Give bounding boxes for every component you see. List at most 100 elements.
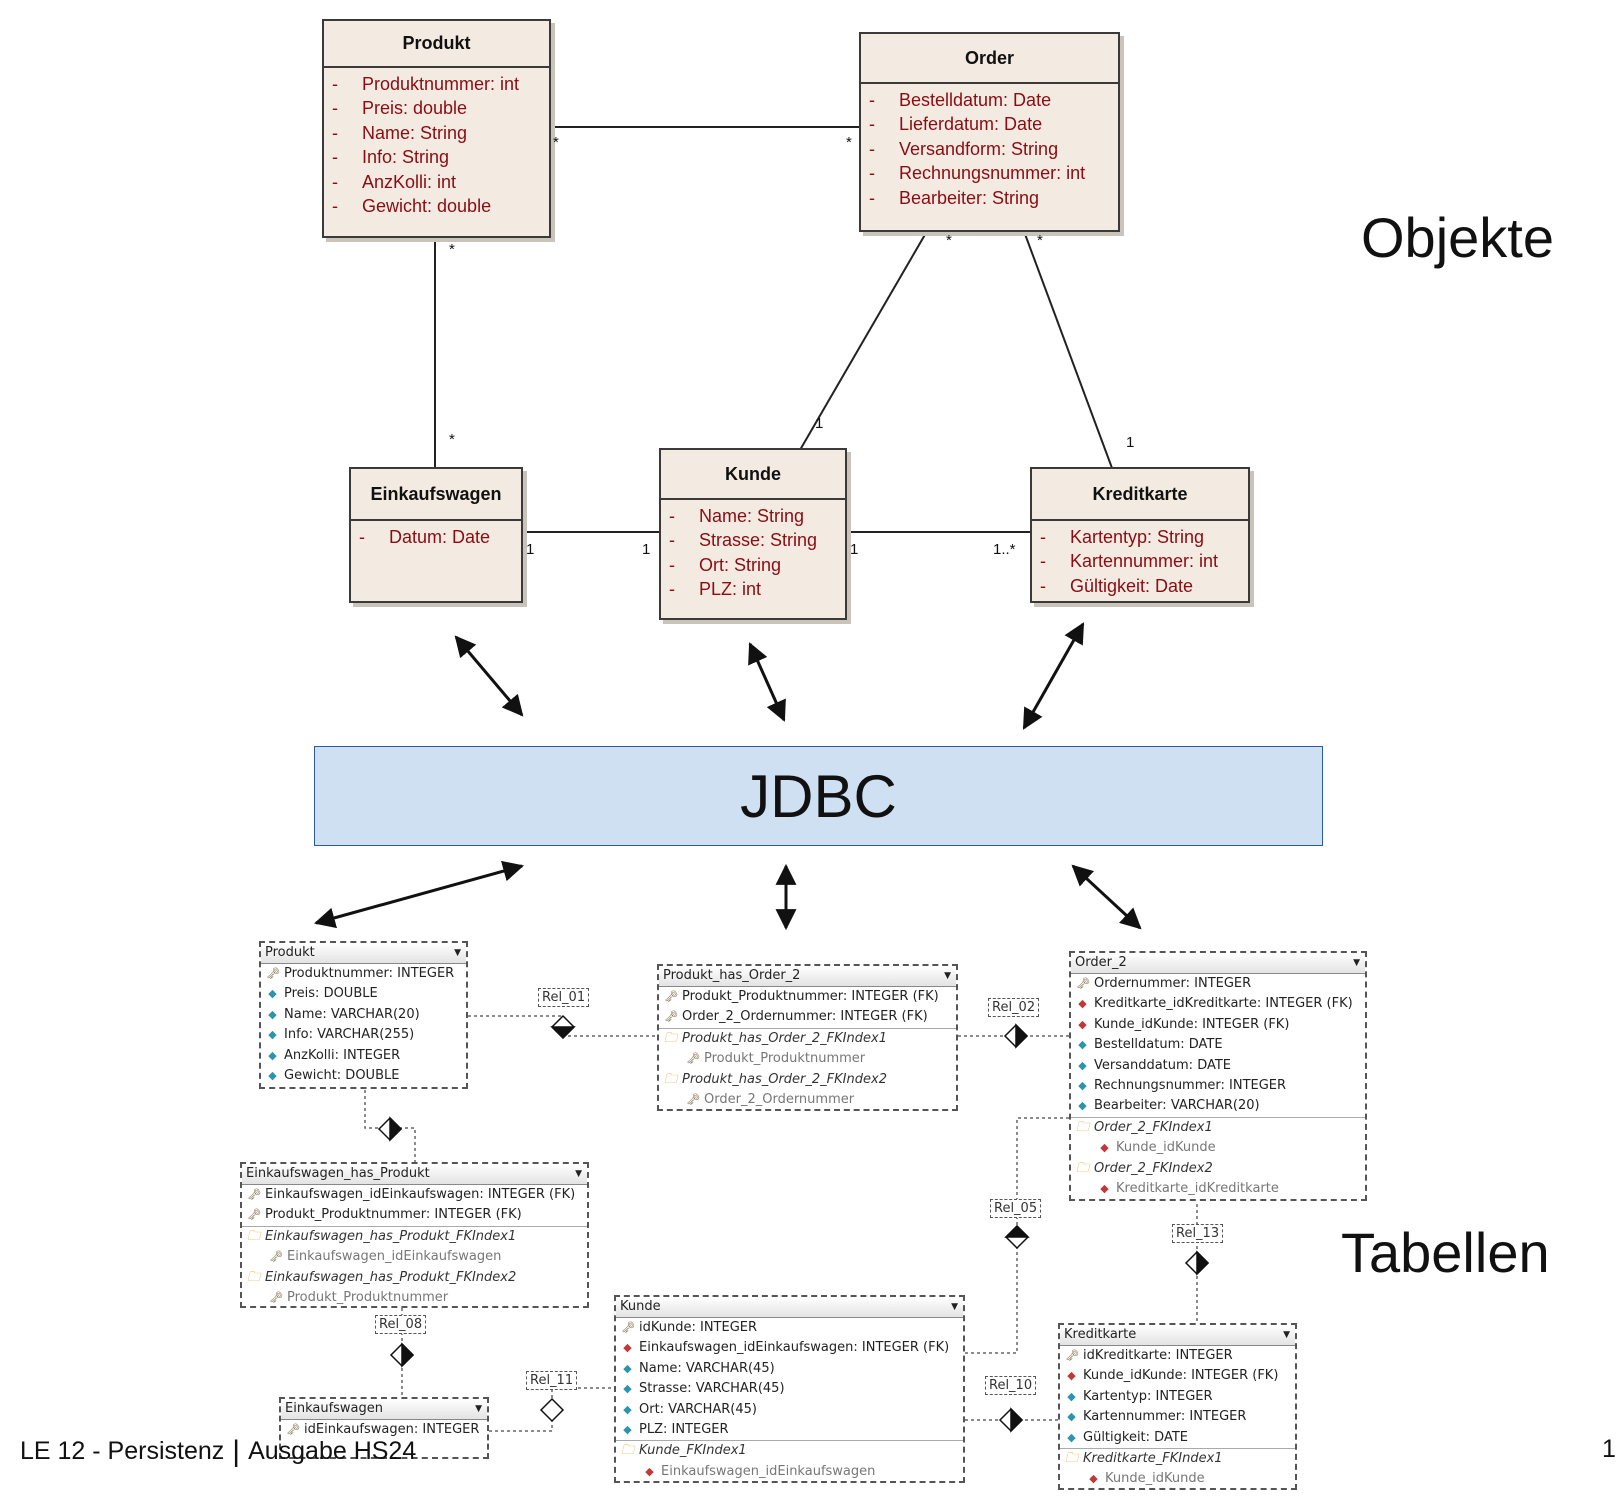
column-icon: ◆ [1078,1058,1087,1072]
chevron-down-icon[interactable]: ▼ [454,948,461,958]
key-icon: 🗝 [269,1250,283,1264]
relation-label: Rel_01 [538,988,590,1007]
footer-separator: | [232,1435,241,1468]
multiplicity-label: * [946,232,952,249]
column-icon: ◆ [1067,1410,1076,1424]
objekte-label: Objekte [1361,206,1554,269]
er-column: ◆Kreditkarte_idKreditkarte: INTEGER (FK) [1071,994,1365,1014]
uml-attr: -Rechnungsnummer: int [869,163,1086,184]
key-icon: 🗝 [686,1092,700,1106]
er-index: 🗀Einkaufswagen_has_Produkt_FKIndex2 [242,1268,587,1288]
er-index-column: ◆Kunde_idKunde [1071,1138,1365,1158]
uml-attr-list: -Name: String -Strasse: String -Ort: Str… [661,500,845,618]
column-icon: ◆ [268,1007,277,1021]
diamond-rel-10 [998,1407,1024,1433]
uml-attr: -Lieferdatum: Date [869,114,1043,135]
chevron-down-icon[interactable]: ▼ [951,1302,958,1312]
column-icon: ◆ [623,1422,632,1436]
er-index: 🗀Order_2_FKIndex2 [1071,1159,1365,1179]
er-column: ◆Gewicht: DOUBLE [261,1066,466,1086]
foreign-key-icon: ◆ [1078,1017,1087,1031]
er-table-einkaufswagen: Einkaufswagen▼ 🗝idEinkaufswagen: INTEGER [279,1397,489,1459]
er-column: ◆Kunde_idKunde: INTEGER (FK) [1060,1366,1295,1386]
er-index-column: 🗝Einkaufswagen_idEinkaufswagen [242,1247,587,1267]
diamond-rel-13 [1184,1250,1210,1276]
chevron-down-icon[interactable]: ▼ [1353,958,1360,968]
uml-attr: -Name: String [332,122,468,143]
uml-class-name: Kreditkarte [1032,469,1248,521]
er-column: ◆Kartentyp: INTEGER [1060,1387,1295,1407]
er-column: ◆Info: VARCHAR(255) [261,1025,466,1045]
er-table-header: Kreditkarte▼ [1060,1325,1295,1346]
folder-icon: 🗀 [247,1228,261,1244]
uml-attr: -Produktnummer: int [332,74,520,94]
uml-attr: -Bearbeiter: String [869,187,1040,208]
er-index-column: 🗝Produkt_Produktnummer [659,1049,956,1069]
diamond-rel-08 [389,1342,415,1368]
multiplicity-label: * [1037,232,1043,249]
er-index: 🗀Produkt_has_Order_2_FKIndex1 [659,1027,956,1049]
chevron-down-icon[interactable]: ▼ [575,1169,582,1179]
uml-class-name: Order [861,34,1118,84]
er-column: ◆Kunde_idKunde: INTEGER (FK) [1071,1015,1365,1035]
er-table-einkaufswagen-has-produkt: Einkaufswagen_has_Produkt▼ 🗝Einkaufswage… [240,1162,589,1308]
key-icon: 🗝 [621,1321,635,1334]
folder-icon: 🗀 [1065,1450,1079,1466]
er-index: 🗀Order_2_FKIndex1 [1071,1116,1365,1138]
er-column: ◆Rechnungsnummer: INTEGER [1071,1076,1365,1096]
column-icon: ◆ [1067,1430,1076,1444]
arrow-einkaufswagen-jdbc [454,635,524,717]
column-icon: ◆ [1067,1389,1076,1403]
multiplicity-label: 1..* [993,541,1016,558]
uml-attr: -Datum: Date [359,527,491,547]
multiplicity-label: * [846,134,852,151]
er-index: 🗀Kreditkarte_FKIndex1 [1060,1447,1295,1469]
er-table-header: Produkt▼ [261,943,466,964]
chevron-down-icon[interactable]: ▼ [475,1404,482,1414]
er-table-header: Einkaufswagen▼ [281,1399,487,1420]
column-icon: ◆ [1078,1099,1087,1113]
multiplicity-label: * [553,134,559,151]
er-column: ◆Einkaufswagen_idEinkaufswagen: INTEGER … [616,1338,963,1358]
key-icon: 🗝 [247,1188,261,1201]
chevron-down-icon[interactable]: ▼ [1283,1330,1290,1340]
er-column: 🗝Ordernummer: INTEGER [1071,974,1365,994]
er-index: 🗀Produkt_has_Order_2_FKIndex2 [659,1070,956,1090]
folder-icon: 🗀 [664,1071,678,1087]
column-icon: ◆ [1078,1038,1087,1052]
key-icon: 🗝 [664,1010,678,1024]
arrow-kreditkarte-jdbc [1022,622,1085,730]
uml-attr: -PLZ: int [669,579,762,600]
er-column: ◆AnzKolli: INTEGER [261,1046,466,1066]
er-table-header: Einkaufswagen_has_Produkt▼ [242,1164,587,1185]
uml-attr: -Name: String [669,506,805,526]
relation-label: Rel_02 [988,998,1040,1017]
chevron-down-icon[interactable]: ▼ [944,971,951,981]
uml-attr: -Versandform: String [869,138,1059,159]
foreign-key-icon: ◆ [623,1341,632,1355]
relation-label: Rel_11 [526,1371,578,1390]
uml-class-kunde: Kunde -Name: String -Strasse: String -Or… [659,448,847,620]
multiplicity-label: * [449,431,455,448]
er-column: ◆Versanddatum: DATE [1071,1056,1365,1076]
uml-attr: -Bestelldatum: Date [869,90,1052,110]
key-icon: 🗝 [266,967,280,980]
arrow-kunde-jdbc [748,642,786,722]
key-icon: 🗝 [286,1423,300,1436]
assoc-order-kreditkarte [1021,225,1113,469]
er-table-order-2: Order_2▼ 🗝Ordernummer: INTEGER ◆Kreditka… [1069,951,1367,1201]
foreign-key-icon: ◆ [645,1464,654,1478]
er-column: 🗝Produktnummer: INTEGER [261,964,466,984]
foreign-key-icon: ◆ [1089,1472,1098,1486]
er-index: 🗀Kunde_FKIndex1 [616,1440,963,1461]
multiplicity-label: 1 [526,541,535,558]
er-column: ◆Strasse: VARCHAR(45) [616,1379,963,1399]
uml-class-einkaufswagen: Einkaufswagen -Datum: Date [349,467,523,603]
column-icon: ◆ [268,987,277,1001]
foreign-key-icon: ◆ [1100,1141,1109,1155]
er-column: ◆Gültigkeit: DATE [1060,1428,1295,1448]
diamond-rel-01 [550,1014,576,1040]
er-column: ◆Ort: VARCHAR(45) [616,1400,963,1420]
column-icon: ◆ [623,1361,632,1375]
